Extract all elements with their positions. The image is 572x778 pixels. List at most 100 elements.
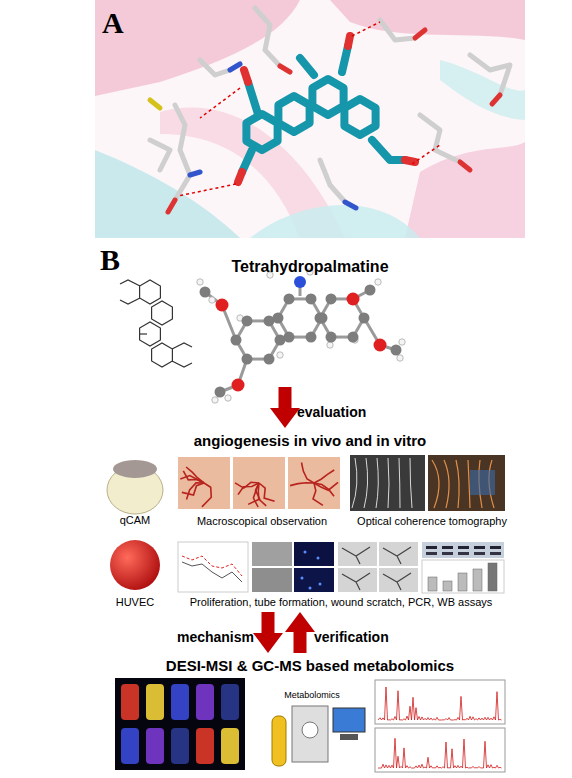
residue-stick xyxy=(470,55,510,95)
residue-stick xyxy=(255,8,280,66)
blood-vessel xyxy=(186,467,204,483)
blood-vessel xyxy=(202,483,211,507)
ligand-ring xyxy=(246,114,277,150)
tube-photo xyxy=(338,542,377,566)
atom-tip xyxy=(168,200,175,212)
blood-vessel xyxy=(235,482,259,488)
oct-scan xyxy=(350,455,425,511)
cell-nucleus xyxy=(317,557,320,560)
hydrogen-bond xyxy=(178,184,236,196)
panel-caption: HUVEC xyxy=(116,596,155,608)
cell-nucleus xyxy=(301,577,304,580)
computer-monitor xyxy=(333,708,365,732)
blood-vessel xyxy=(313,483,323,505)
metabolomics-row xyxy=(115,678,505,772)
stage-box: DESI-MSI & GC-MS based metabolomics xyxy=(100,655,520,775)
arrow-label: evaluation xyxy=(297,404,366,420)
msi-tissue xyxy=(171,728,189,764)
blood-vessel xyxy=(253,483,259,507)
nitrogen-atom xyxy=(294,276,306,288)
chart-bar xyxy=(443,581,452,591)
oxygen-atom xyxy=(232,379,245,392)
protein-ribbon xyxy=(405,142,525,238)
residue-stick xyxy=(320,160,345,202)
gc-ms-instrument xyxy=(292,706,328,762)
carbon-atom xyxy=(306,332,317,343)
ring-bond xyxy=(140,322,161,346)
ligand-bond xyxy=(372,140,405,160)
monitor-stand xyxy=(340,734,358,740)
msi-tissue xyxy=(171,684,189,720)
hydrogen-atom xyxy=(212,397,218,403)
oct-vessel xyxy=(352,458,357,508)
methoxy-bond xyxy=(172,361,192,367)
residue-stick xyxy=(200,60,230,75)
tube-network xyxy=(383,573,411,590)
panel-background xyxy=(95,0,525,238)
ring-bond xyxy=(152,301,173,325)
egg-embryo xyxy=(113,460,157,478)
chromatogram-trace xyxy=(378,687,502,720)
hydrogen-atom xyxy=(399,339,405,345)
oxygen-atom xyxy=(216,299,229,312)
western-blot xyxy=(422,542,504,558)
stage-heading: angiogenesis in vivo and in vitro xyxy=(100,432,520,449)
chart-bar xyxy=(488,563,497,591)
oct-vessel xyxy=(444,460,449,508)
blot-band xyxy=(458,552,469,555)
blot-band xyxy=(442,552,453,555)
carbon-atom xyxy=(365,285,376,296)
oxygen-bond xyxy=(244,70,248,82)
atom-tip xyxy=(230,64,240,70)
blood-vessel xyxy=(314,483,334,496)
micrograph xyxy=(252,542,292,566)
chart-series xyxy=(182,562,242,582)
methoxy-bond xyxy=(120,298,140,304)
chromatogram-trace xyxy=(378,738,502,768)
oxygen-bond xyxy=(405,160,415,162)
atom-tip xyxy=(460,162,470,170)
oxygen-bond xyxy=(238,172,242,182)
hydrogen-atom xyxy=(327,342,333,348)
carbon-atom xyxy=(326,332,337,343)
cam-photo xyxy=(288,457,340,509)
msi-tissue xyxy=(196,684,214,720)
hydrogen-atom xyxy=(197,279,203,285)
structure-3d xyxy=(197,269,405,403)
carbon-atom xyxy=(242,315,253,326)
oct-vessel xyxy=(388,458,389,508)
oct-vessel xyxy=(410,458,412,508)
blot-band xyxy=(442,546,453,549)
protein-ribbon xyxy=(330,0,525,40)
block-arrow xyxy=(262,612,275,635)
chromatogram xyxy=(375,680,505,724)
tube-network xyxy=(383,547,411,564)
chart-bar xyxy=(458,573,467,591)
protein-ribbon xyxy=(95,150,240,238)
carbon-atom xyxy=(200,287,211,298)
stage-box: Tetrahydropalmatine xyxy=(100,255,520,385)
figure-panel: A xyxy=(95,0,525,238)
oct-vessel xyxy=(399,458,400,508)
blot-band xyxy=(490,552,501,555)
cell-sphere xyxy=(110,540,160,590)
bar-chart xyxy=(422,560,504,593)
panel-caption: qCAM xyxy=(120,514,151,526)
cell-nucleus xyxy=(304,551,307,554)
carbon-atom xyxy=(306,293,317,304)
ligand-ring xyxy=(344,99,375,135)
protein-ribbon xyxy=(250,205,420,238)
msi-tissue xyxy=(221,728,239,764)
oct-scan xyxy=(428,455,505,511)
ligand-ring xyxy=(312,79,343,115)
blot-band xyxy=(474,552,485,555)
atom-tip xyxy=(492,95,500,104)
tube-photo xyxy=(379,542,418,566)
tube-network xyxy=(342,573,370,590)
carbon-atom xyxy=(359,313,370,324)
stage-heading: DESI-MSI & GC-MS based metabolomics xyxy=(100,657,520,674)
tube-network xyxy=(342,547,370,564)
methoxy-bond xyxy=(120,280,140,286)
blood-vessel xyxy=(302,463,315,484)
